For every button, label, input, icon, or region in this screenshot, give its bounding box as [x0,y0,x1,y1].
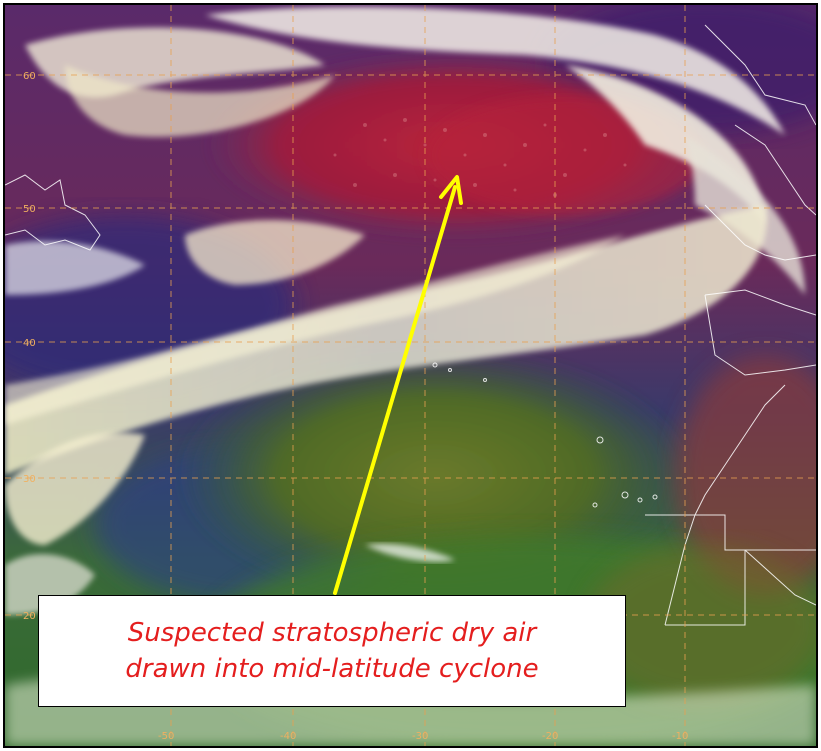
annotation-line-1: Suspected stratospheric dry air [127,618,537,648]
latitude-label: 60 [23,71,36,82]
annotation-callout: Suspected stratospheric dry air drawn in… [38,595,626,707]
satellite-image-frame: 60 50 40 30 20 -50 -40 -30 -20 -10 Suspe… [3,3,818,748]
longitude-label: -20 [542,731,558,742]
longitude-labels: -50 -40 -30 -20 -10 [158,731,688,742]
latitude-label: 30 [23,474,36,485]
annotation-line-2: drawn into mid-latitude cyclone [125,654,539,684]
annotation-arrow [333,175,463,595]
longitude-label: -10 [672,731,688,742]
satellite-airmass-image: 60 50 40 30 20 -50 -40 -30 -20 -10 [5,5,816,746]
latitude-label: 40 [23,338,36,349]
latitude-label: 20 [23,611,36,622]
latitude-label: 50 [23,204,36,215]
longitude-label: -50 [158,731,174,742]
longitude-label: -40 [280,731,296,742]
longitude-label: -30 [412,731,428,742]
coastlines [5,24,816,626]
latitude-labels: 60 50 40 30 20 [23,71,36,622]
